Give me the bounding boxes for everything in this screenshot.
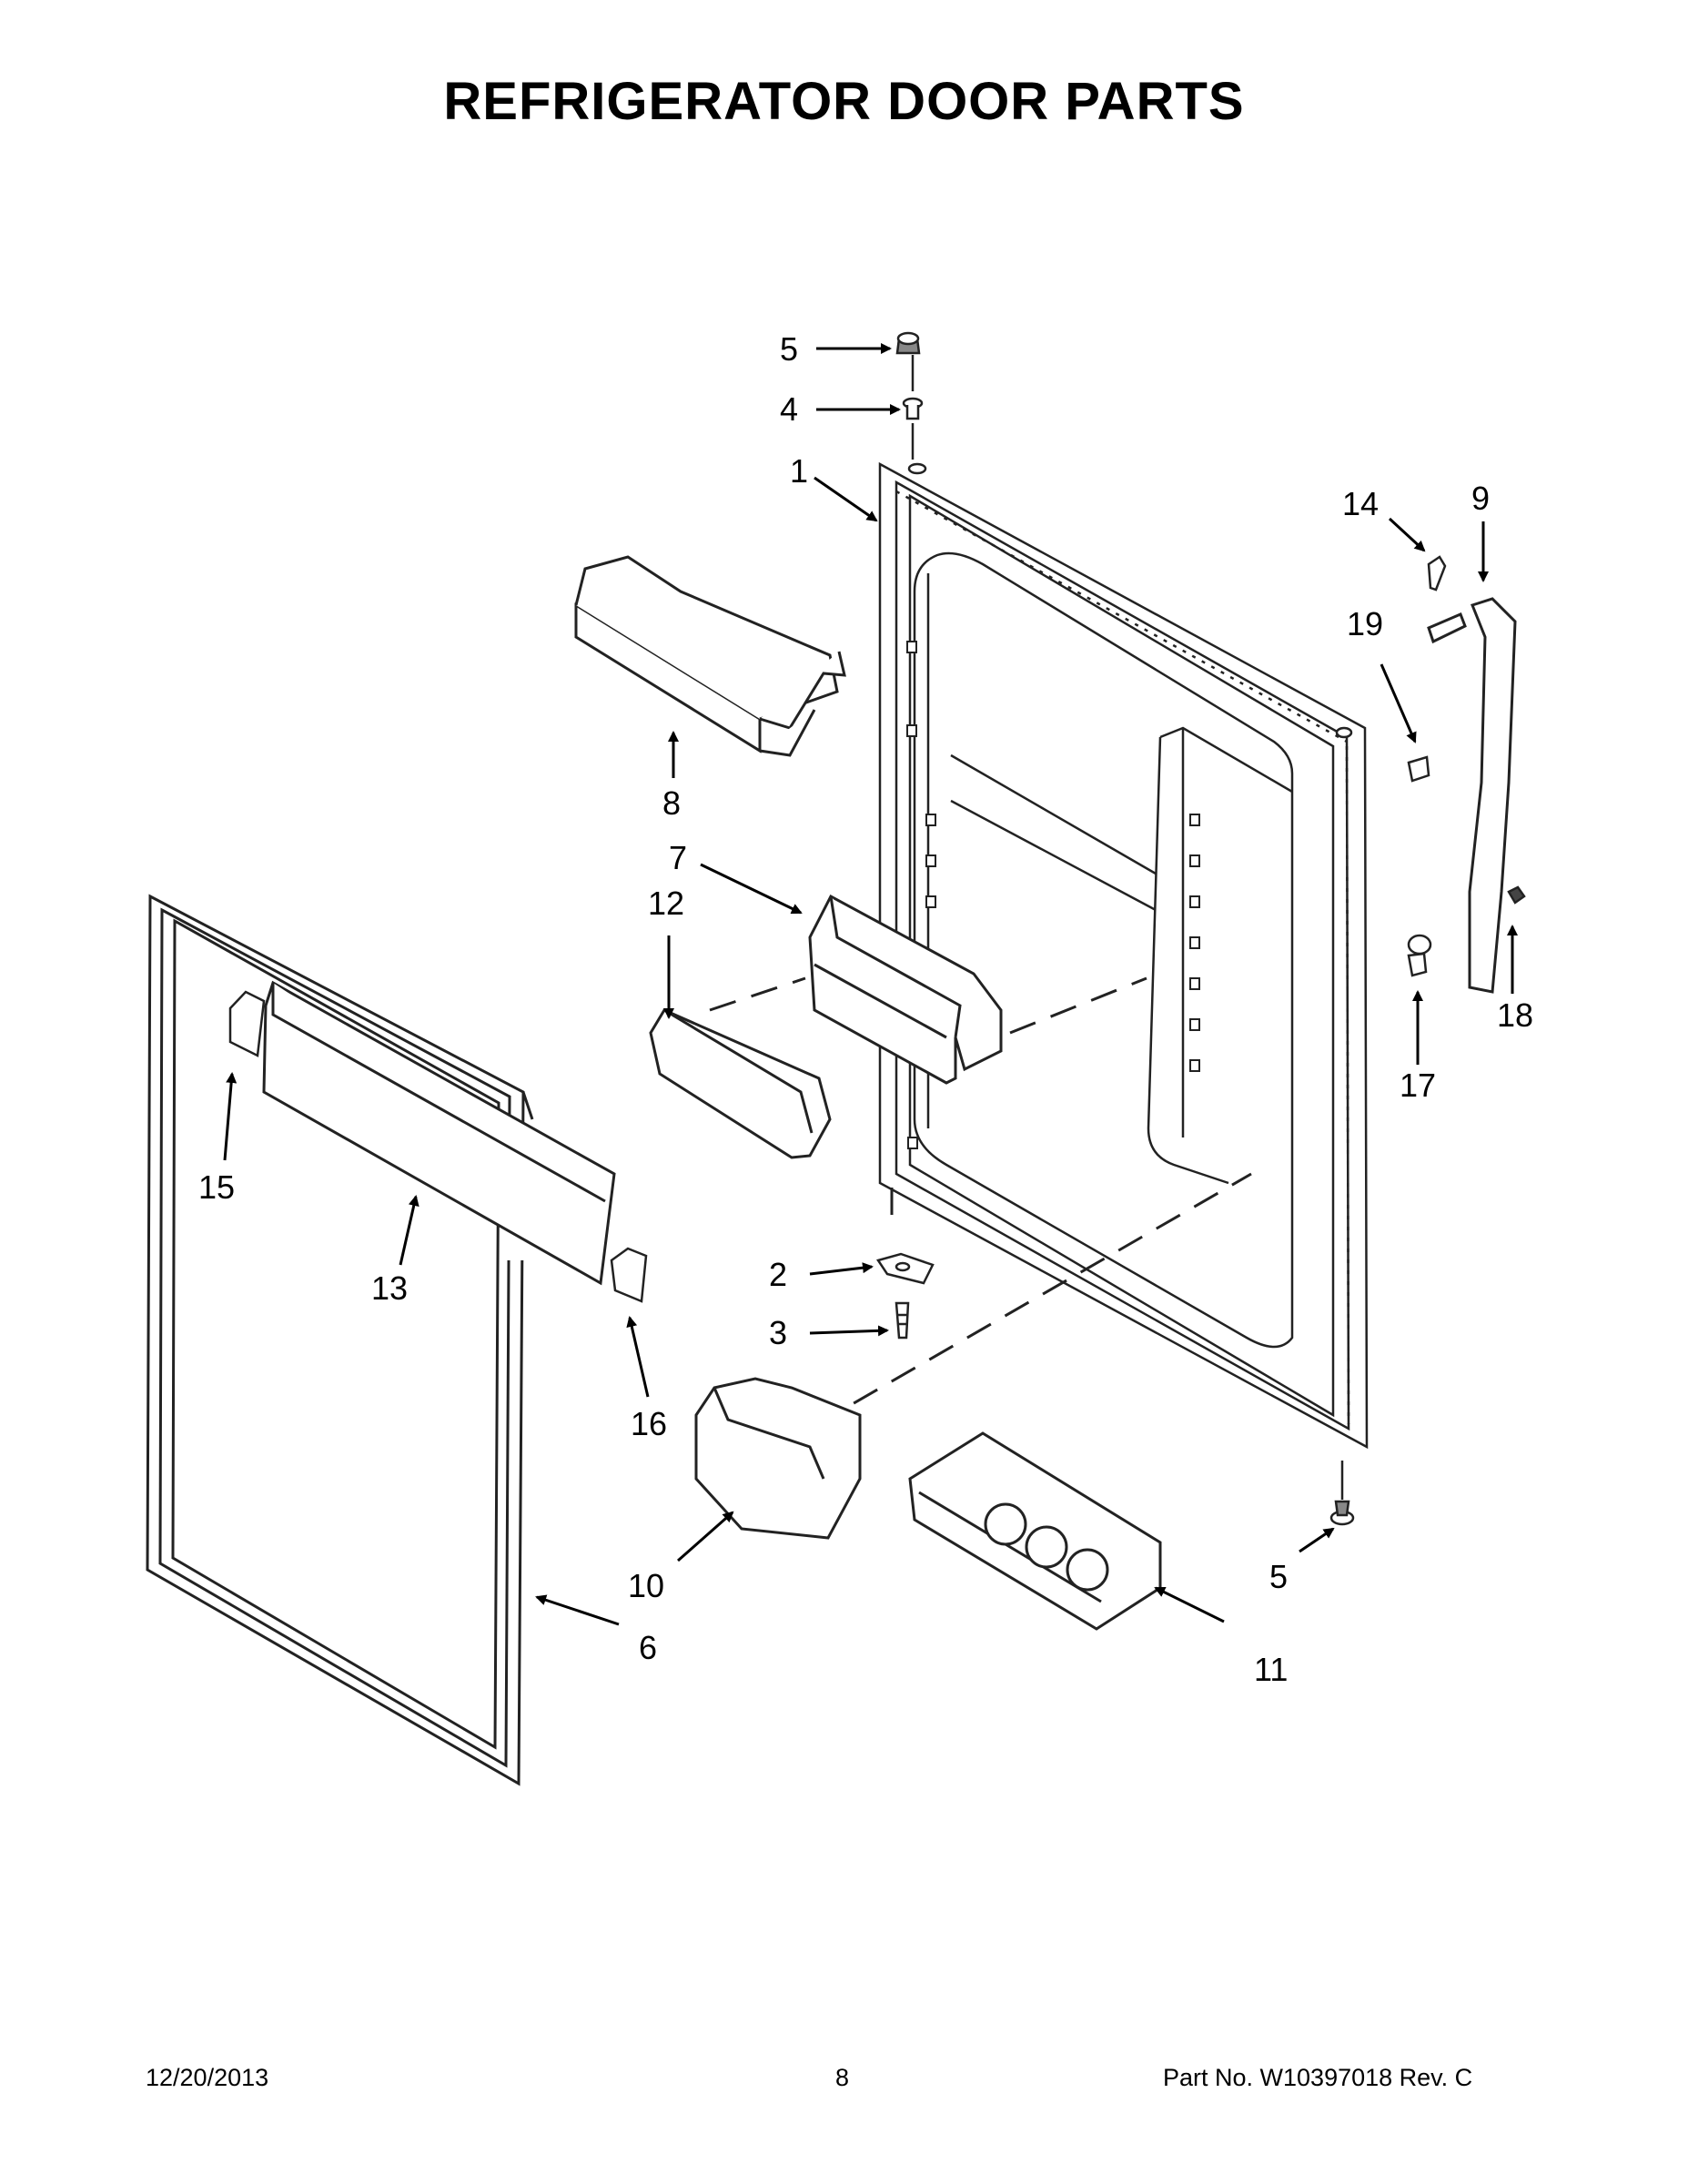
leader-lines xyxy=(709,976,1252,1449)
callout-12: 12 xyxy=(648,885,684,922)
door-bin xyxy=(574,555,846,757)
door-trim xyxy=(262,980,616,1286)
callout-14: 14 xyxy=(1342,485,1379,522)
callout-11: 11 xyxy=(1254,1651,1288,1688)
callout-19: 19 xyxy=(1347,605,1383,642)
callout-5-bottom: 5 xyxy=(1269,1558,1288,1595)
callout-1: 1 xyxy=(790,452,808,490)
hinge-bracket xyxy=(876,1252,935,1285)
hinge-cap-bottom xyxy=(1329,1500,1355,1526)
trim-end-cap-left xyxy=(228,990,266,1057)
gallon-bin xyxy=(694,1377,862,1540)
callout-17: 17 xyxy=(1400,1067,1436,1104)
callout-9: 9 xyxy=(1471,480,1490,517)
callout-16: 16 xyxy=(631,1405,667,1442)
door-liner xyxy=(878,461,1369,1450)
hinge-screw xyxy=(895,1301,910,1340)
callout-10: 10 xyxy=(628,1567,664,1604)
callout-13: 13 xyxy=(371,1269,408,1307)
callout-arrows xyxy=(223,343,1518,1626)
hinge-cap-top xyxy=(895,331,921,355)
callout-5-top: 5 xyxy=(780,330,798,368)
callout-3: 3 xyxy=(769,1314,787,1351)
door-handle xyxy=(1427,597,1517,994)
callout-18: 18 xyxy=(1497,996,1533,1034)
callout-15: 15 xyxy=(198,1168,235,1206)
callout-2: 2 xyxy=(769,1256,787,1293)
footer-page-number: 8 xyxy=(835,2064,850,2091)
callout-7: 7 xyxy=(669,839,687,876)
handle-set-screw xyxy=(1507,885,1526,905)
shelf-clips xyxy=(906,641,1200,1149)
handle-screw xyxy=(1427,555,1447,592)
callout-6: 6 xyxy=(639,1629,657,1666)
footer-part-number: Part No. W10397018 Rev. C xyxy=(1163,2064,1473,2091)
trim-end-cap-right xyxy=(610,1247,648,1303)
handle-spacer xyxy=(1407,755,1430,783)
footer-date: 12/20/2013 xyxy=(146,2064,269,2091)
callout-8: 8 xyxy=(662,784,681,822)
condiment-bin xyxy=(908,1431,1162,1631)
door-gasket xyxy=(146,894,534,1786)
handle-mount-stud xyxy=(1407,934,1432,977)
dairy-door xyxy=(808,894,1003,1085)
callout-4: 4 xyxy=(780,390,798,428)
hinge-pin xyxy=(902,397,924,420)
callout-numbers: 5 4 1 14 9 19 8 7 12 17 18 15 13 2 3 16 … xyxy=(198,330,1533,1688)
page-title: REFRIGERATOR DOOR PARTS xyxy=(443,72,1245,131)
dairy-bin xyxy=(649,1008,832,1159)
